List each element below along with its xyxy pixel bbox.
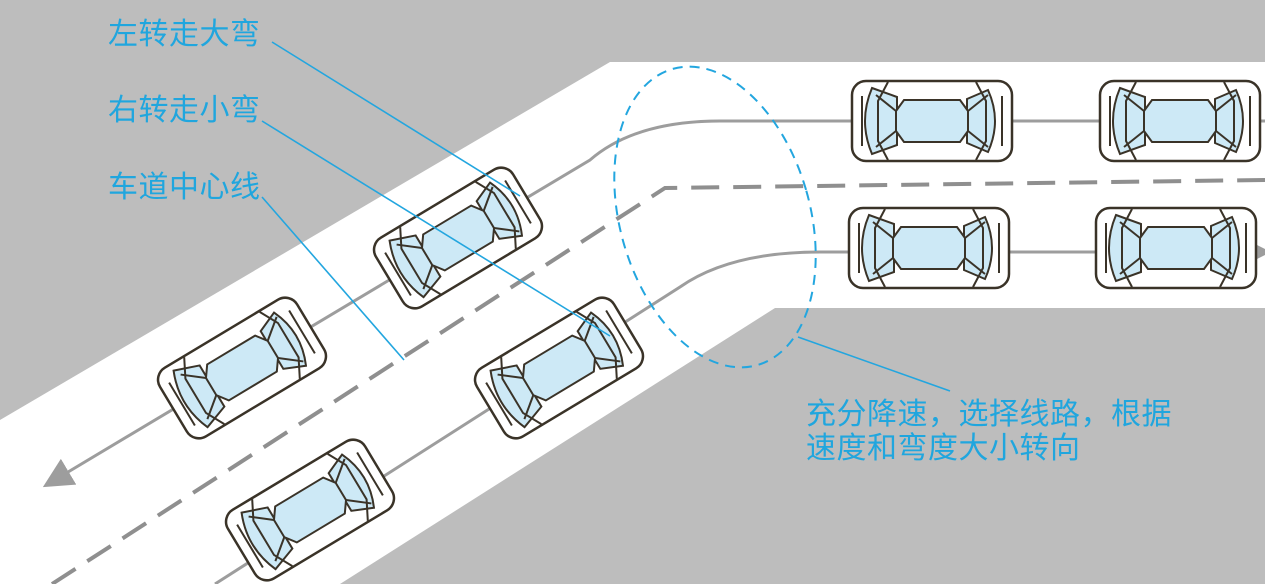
left-turn-path	[42, 119, 1265, 488]
right-turn-leader-line	[261, 120, 611, 337]
label-right-turn: 右转走小弯	[108, 93, 261, 128]
deceleration-zone-ellipse	[613, 65, 817, 369]
road-surface	[0, 62, 1265, 584]
car-top-lane-far	[1098, 79, 1262, 163]
right-turn-path	[214, 237, 1265, 584]
lane-center-line	[50, 178, 1265, 584]
left-turn-leader-line	[271, 41, 521, 197]
car-bottom-lane-far	[1094, 206, 1258, 290]
label-left-turn: 左转走大弯	[108, 17, 261, 52]
car-bottom-lane-near	[847, 206, 1011, 290]
center-line-leader-line	[261, 196, 405, 361]
note-leader-line	[797, 336, 951, 392]
label-center-line: 车道中心线	[108, 170, 261, 205]
label-note-line-2: 速度和弯度大小转向	[806, 431, 1081, 466]
car-top-lane-near	[850, 79, 1014, 163]
label-note-line-1: 充分降速，选择线路，根据	[806, 397, 1172, 432]
